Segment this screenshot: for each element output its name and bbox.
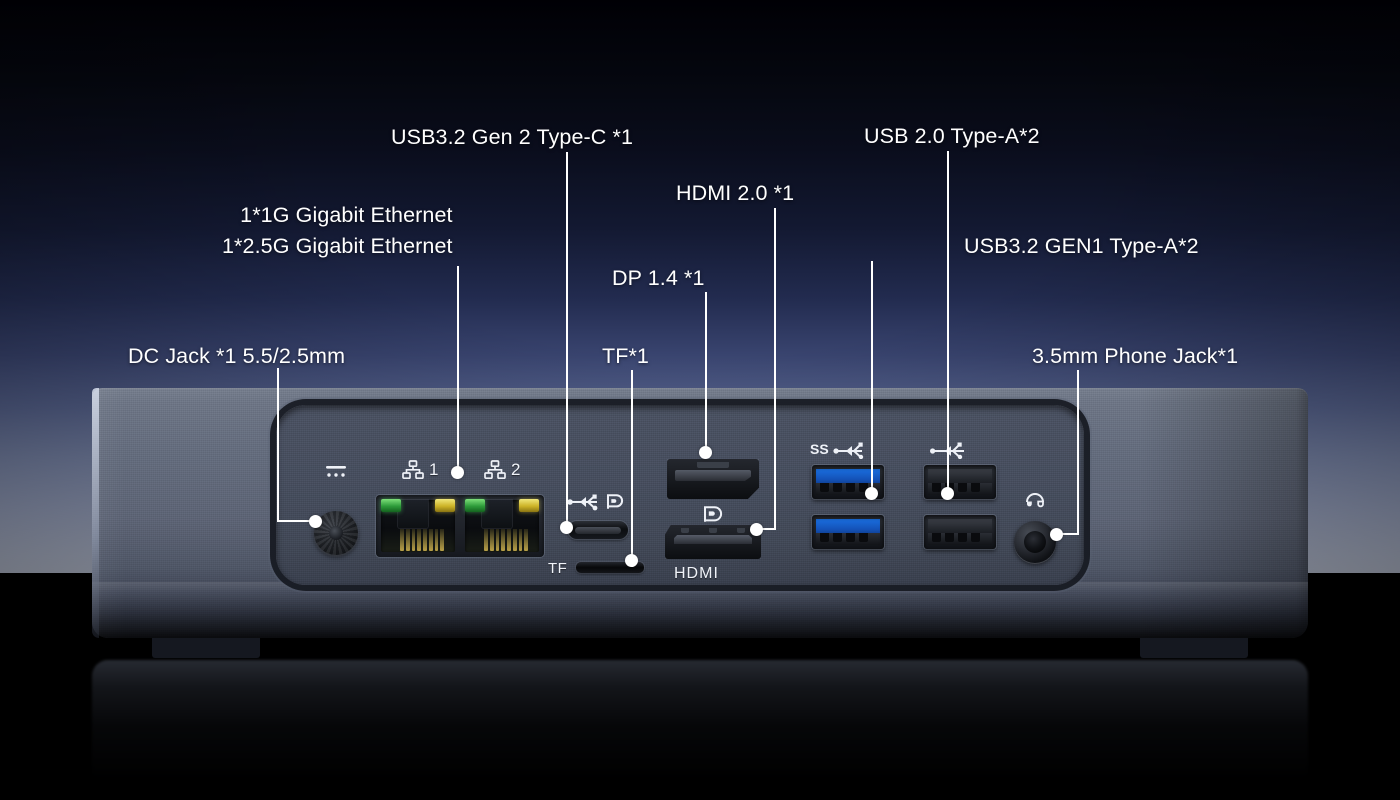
leader-line-tf-card — [631, 370, 633, 560]
leader-dot-dc-jack — [309, 515, 322, 528]
leader-dot-usb-c — [560, 521, 573, 534]
rj45-notch — [482, 500, 512, 528]
callout-usb32-gen1: USB3.2 GEN1 Type-A*2 — [964, 234, 1199, 258]
ethernet-led-yellow-1 — [435, 499, 455, 512]
rj45-notch — [398, 500, 428, 528]
callout-ethernet-line2: 1*2.5G Gigabit Ethernet — [222, 234, 453, 259]
ethernet-port-1[interactable] — [376, 495, 460, 557]
callout-dc-jack: DC Jack *1 5.5/2.5mm — [128, 344, 346, 368]
lan-icon-1: 1 — [402, 460, 438, 480]
tf-card-slot[interactable] — [576, 562, 644, 573]
leader-line-ethernet — [457, 266, 459, 470]
callout-hdmi: HDMI 2.0 *1 — [676, 181, 795, 205]
leader-line-phone-jack-horizontal — [1058, 533, 1079, 535]
dp-latch — [697, 462, 729, 468]
usb-port-insert — [816, 519, 880, 536]
lan-icon-2: 2 — [484, 460, 520, 480]
leader-dot-phone-jack — [1050, 528, 1063, 541]
chassis-edge-highlight — [92, 388, 99, 638]
leader-line-dc-jack — [277, 368, 279, 522]
usb20-port-top[interactable] — [924, 465, 996, 499]
chassis-bottom-lip — [92, 582, 1308, 638]
usb-port-contacts — [816, 533, 880, 545]
leader-dot-hdmi — [750, 523, 763, 536]
leader-dot-usb20 — [941, 487, 954, 500]
tf-label: TF — [548, 560, 568, 577]
leader-dot-tf-card — [625, 554, 638, 567]
audio-jack-port[interactable] — [1014, 521, 1056, 563]
leader-line-dc-jack-horizontal — [277, 520, 315, 522]
callout-usb20: USB 2.0 Type-A*2 — [864, 124, 1040, 148]
usb-superspeed-icon: SS — [810, 439, 868, 459]
usb-c-port[interactable] — [568, 521, 628, 539]
usb-port-insert — [816, 469, 880, 486]
hdmi-port[interactable] — [665, 525, 761, 559]
lan-label-1: 1 — [429, 460, 439, 479]
rj45-pins — [484, 529, 528, 551]
usb-port-insert — [928, 519, 992, 536]
callout-ethernet: 1*1G Gigabit Ethernet 1*2.5G Gigabit Eth… — [222, 200, 453, 262]
device-foot-left — [152, 636, 260, 658]
usb-port-cavity — [812, 515, 884, 549]
hdmi-tabs — [681, 528, 745, 533]
displayport-port[interactable] — [667, 459, 759, 499]
io-panel: 1 2 — [276, 405, 1084, 585]
callout-ethernet-line1: 1*1G Gigabit Ethernet — [240, 203, 453, 227]
leader-line-displayport — [705, 292, 707, 452]
leader-line-usb32-gen1 — [871, 261, 873, 493]
callout-phone-jack: 3.5mm Phone Jack*1 — [1032, 344, 1239, 368]
device-foot-right — [1140, 636, 1248, 658]
callout-tf-card: TF*1 — [602, 344, 649, 368]
rj45-pins — [400, 529, 444, 551]
lan-label-2: 2 — [511, 460, 521, 479]
callout-usb-c: USB3.2 Gen 2 Type-C *1 — [391, 125, 634, 149]
ethernet-led-green-2 — [465, 499, 485, 512]
usb-displayport-icon — [567, 493, 627, 511]
leader-line-usb20 — [947, 151, 949, 493]
leader-line-usb-c — [566, 152, 568, 526]
leader-dot-ethernet — [451, 466, 464, 479]
usb-icon — [930, 441, 970, 459]
svg-text:SS: SS — [810, 441, 829, 457]
ethernet-led-green-1 — [381, 499, 401, 512]
ethernet-port-block — [376, 495, 544, 557]
dp-logo-icon — [703, 506, 723, 523]
leader-line-phone-jack — [1077, 370, 1079, 535]
usb-port-contacts — [928, 533, 992, 545]
headphone-icon — [1024, 489, 1046, 509]
usb32-port-bottom[interactable] — [812, 515, 884, 549]
device-reflection — [92, 660, 1308, 780]
dc-power-icon — [325, 465, 347, 480]
usb-port-cavity — [924, 465, 996, 499]
leader-dot-usb32-gen1 — [865, 487, 878, 500]
usb20-port-bottom[interactable] — [924, 515, 996, 549]
leader-line-hdmi — [774, 208, 776, 530]
ethernet-port-2[interactable] — [460, 495, 544, 557]
usb-port-cavity — [924, 515, 996, 549]
usb-port-contacts — [816, 483, 880, 495]
leader-dot-displayport — [699, 446, 712, 459]
callout-displayport: DP 1.4 *1 — [612, 266, 705, 290]
usb-port-insert — [928, 469, 992, 486]
leader-line-hdmi-horizontal — [756, 528, 776, 530]
mini-pc-chassis: 1 2 — [92, 388, 1308, 638]
ethernet-led-yellow-2 — [519, 499, 539, 512]
hdmi-label: HDMI — [674, 565, 719, 582]
